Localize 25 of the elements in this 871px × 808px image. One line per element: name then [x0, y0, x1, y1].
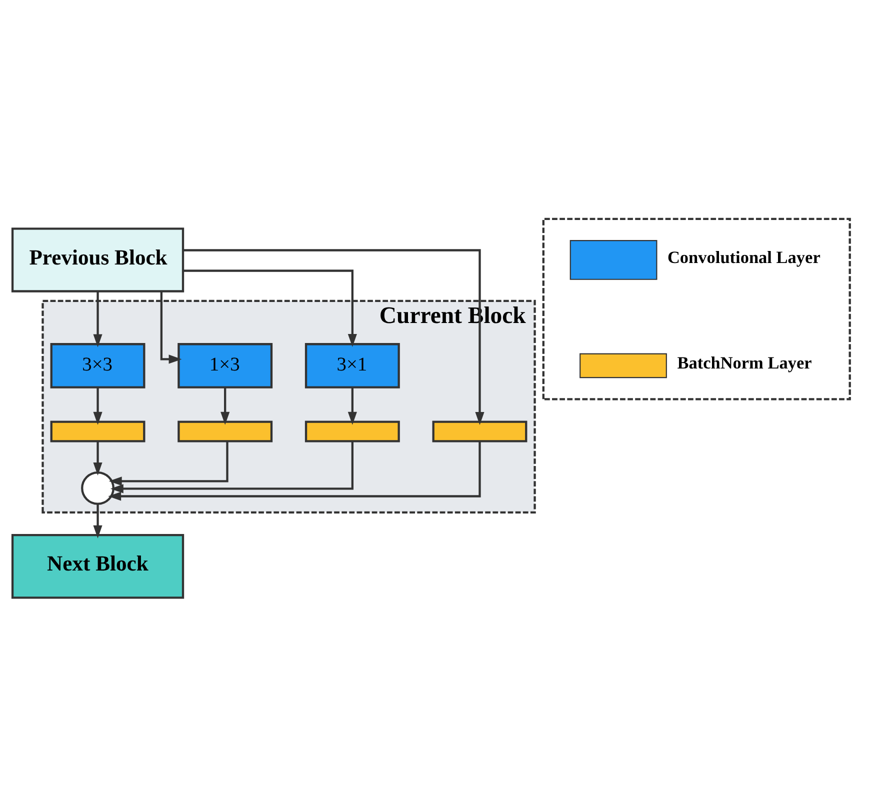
node-box: 1×3 — [178, 343, 273, 388]
node-box: 3×1 — [304, 343, 400, 388]
arrow — [93, 388, 102, 425]
node-bar — [432, 420, 528, 442]
arrow — [93, 291, 102, 348]
legend-label: BatchNorm Layer — [677, 354, 812, 373]
arrow — [93, 504, 102, 538]
node-box — [542, 218, 851, 400]
node-circle — [81, 471, 114, 505]
arrow — [183, 270, 357, 347]
node-box: Previous Block — [11, 228, 184, 292]
node-bar — [50, 420, 146, 442]
node-bar — [304, 420, 400, 442]
arrow — [110, 441, 354, 494]
node-box: 3×3 — [50, 343, 146, 388]
arrow — [108, 441, 481, 501]
node-bar — [178, 420, 273, 442]
arrow — [220, 388, 230, 425]
arrow — [348, 388, 357, 425]
arrow — [160, 291, 182, 364]
legend-label: Convolutional Layer — [667, 248, 820, 267]
arrow — [183, 249, 484, 426]
arrow — [93, 441, 102, 476]
arrow — [108, 442, 228, 486]
node-box: Next Block — [11, 534, 184, 599]
